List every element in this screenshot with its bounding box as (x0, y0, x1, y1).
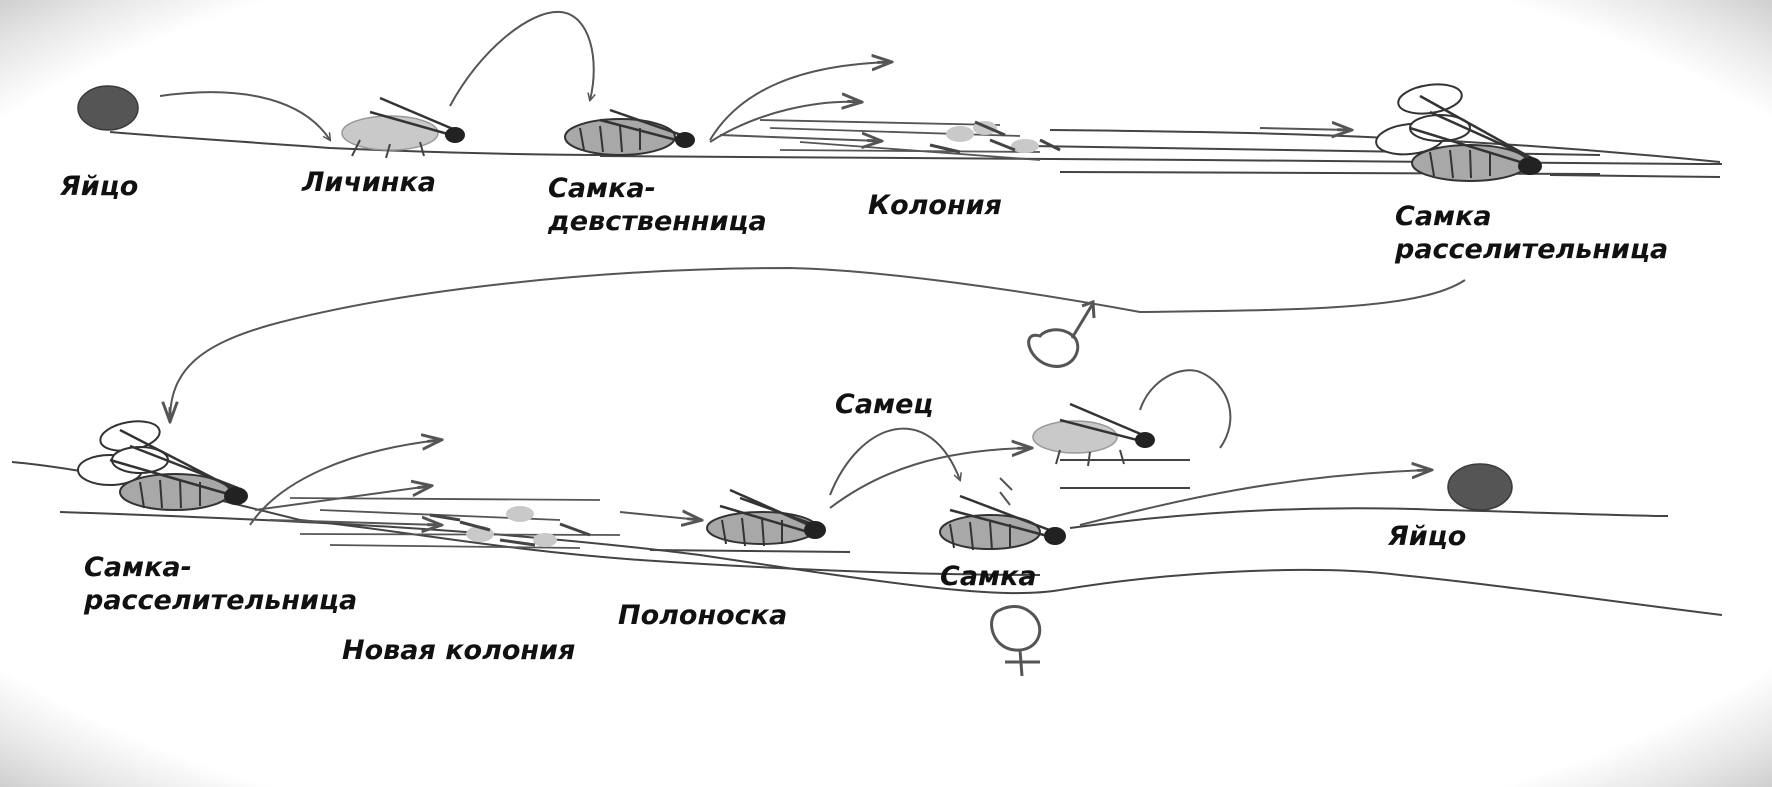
top-branch (109, 129, 1723, 178)
larva-insect (341, 96, 465, 159)
label-female: Самка (940, 561, 1037, 592)
label-larva: Личинка (302, 167, 436, 198)
egg-top (77, 85, 139, 131)
arrow-egg-to-larva (159, 91, 330, 140)
arrow-male-to-female (999, 477, 1013, 506)
label-egg-bottom: Яйцо (1388, 521, 1467, 552)
label-virgin-female: Самка- девственница (548, 173, 767, 237)
male-insect (1032, 369, 1232, 467)
label-disperser-female-top: Самка расселительница (1395, 201, 1669, 265)
egg-bottom (1447, 463, 1513, 511)
new-colony-cluster (249, 440, 700, 549)
sexupara-insect (706, 488, 826, 547)
male-symbol (1027, 299, 1096, 368)
arrow-sexupara-to-male (829, 448, 1030, 509)
label-new-colony: Новая колония (342, 635, 576, 666)
colony-cluster (709, 62, 1350, 161)
label-sexupara: Полоноска (618, 600, 788, 631)
label-colony: Колония (868, 190, 1002, 221)
sexual-female-insect (939, 494, 1066, 551)
arrow-larva-to-virgin-female (449, 10, 594, 107)
label-male: Самец (835, 389, 934, 420)
label-disperser-female-bottom: Самка- расселительница (84, 552, 358, 616)
arrow-female-to-egg (1079, 470, 1430, 526)
label-egg-top: Яйцо (60, 171, 139, 202)
arrow-disperser-to-new-colony (170, 266, 1466, 420)
disperser-female-insect-top (1375, 83, 1542, 182)
female-symbol (990, 605, 1042, 677)
disperser-female-insect-bottom (77, 420, 248, 511)
arrow-sexupara-to-female (829, 427, 960, 496)
virgin-female-insect (564, 108, 695, 156)
